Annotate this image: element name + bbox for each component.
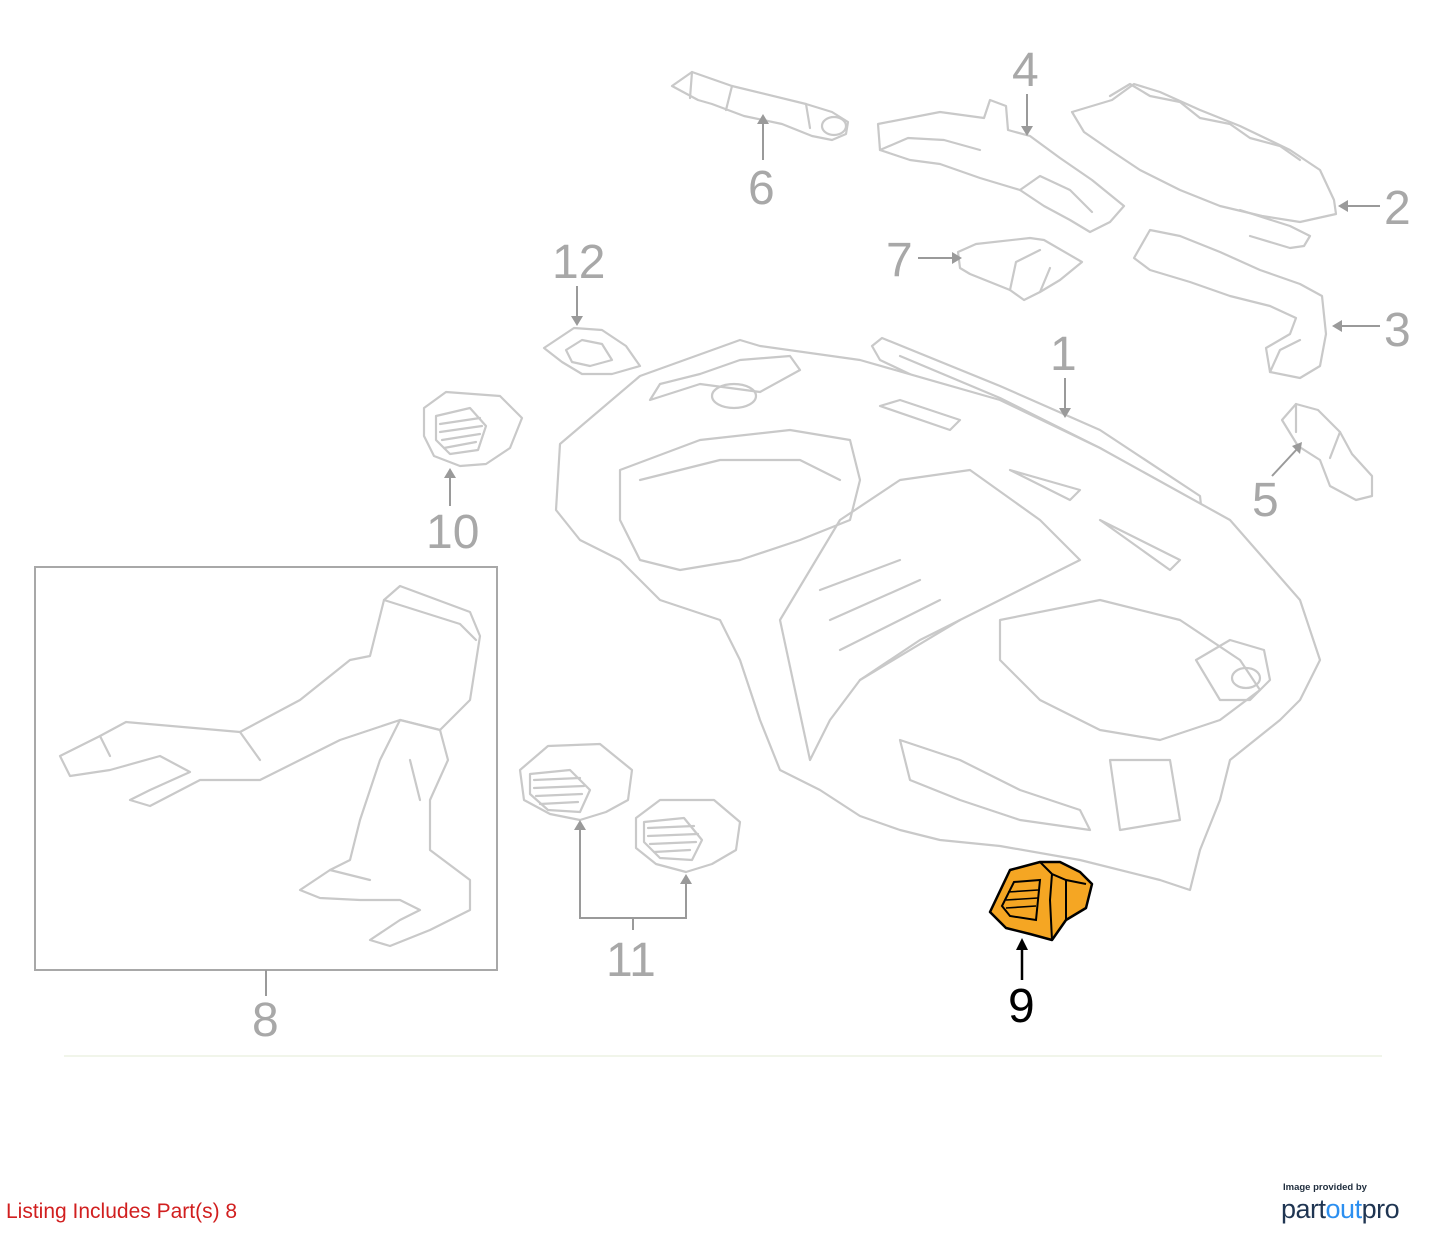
callout-11: 11 (606, 934, 656, 987)
callout-4: 4 (1012, 44, 1039, 97)
image-credit: Image provided by partoutpro (1281, 1182, 1423, 1225)
part-4-duct (876, 98, 1126, 234)
callout-9: 9 (1008, 980, 1035, 1033)
arrow-11b (680, 874, 692, 884)
part-6-duct (670, 70, 850, 142)
dashboard-panel (554, 338, 1322, 892)
credit-caption: Image provided by (1283, 1182, 1367, 1193)
listing-note: Listing Includes Part(s) 8 (6, 1200, 238, 1223)
arrow-5 (1292, 442, 1302, 454)
partoutpro-logo: partoutpro (1281, 1194, 1400, 1224)
leader-5 (1271, 447, 1299, 477)
arrow-10 (444, 468, 456, 478)
callout-6: 6 (748, 162, 775, 215)
arrow-4 (1021, 126, 1033, 136)
callout-2: 2 (1384, 182, 1411, 235)
arrow-1 (1059, 408, 1071, 418)
arrow-11a (574, 820, 586, 830)
callout-12: 12 (552, 236, 605, 289)
part-11-vent-left (518, 742, 634, 822)
callout-3: 3 (1384, 304, 1411, 357)
part-7-vent (956, 236, 1084, 302)
arrow-3 (1332, 320, 1342, 332)
part-3-duct (1132, 228, 1328, 380)
arrow-6 (757, 114, 769, 124)
callout-8: 8 (252, 994, 279, 1047)
callout-1: 1 (1050, 328, 1077, 381)
part-9-vent-highlighted (988, 860, 1094, 942)
arrow-12 (571, 316, 583, 326)
callout-5: 5 (1252, 474, 1279, 527)
arrow-2 (1338, 200, 1348, 212)
part-8-ducts (58, 584, 482, 948)
callout-7: 7 (886, 234, 913, 287)
arrow-9 (1016, 938, 1028, 950)
part-11-vent-right (634, 798, 742, 874)
part-2-duct (1070, 82, 1338, 250)
callout-10: 10 (426, 506, 479, 559)
arrow-7 (952, 252, 962, 264)
part-12-vent (542, 326, 642, 376)
part-5-duct (1280, 402, 1374, 502)
part-10-vent (422, 390, 524, 468)
